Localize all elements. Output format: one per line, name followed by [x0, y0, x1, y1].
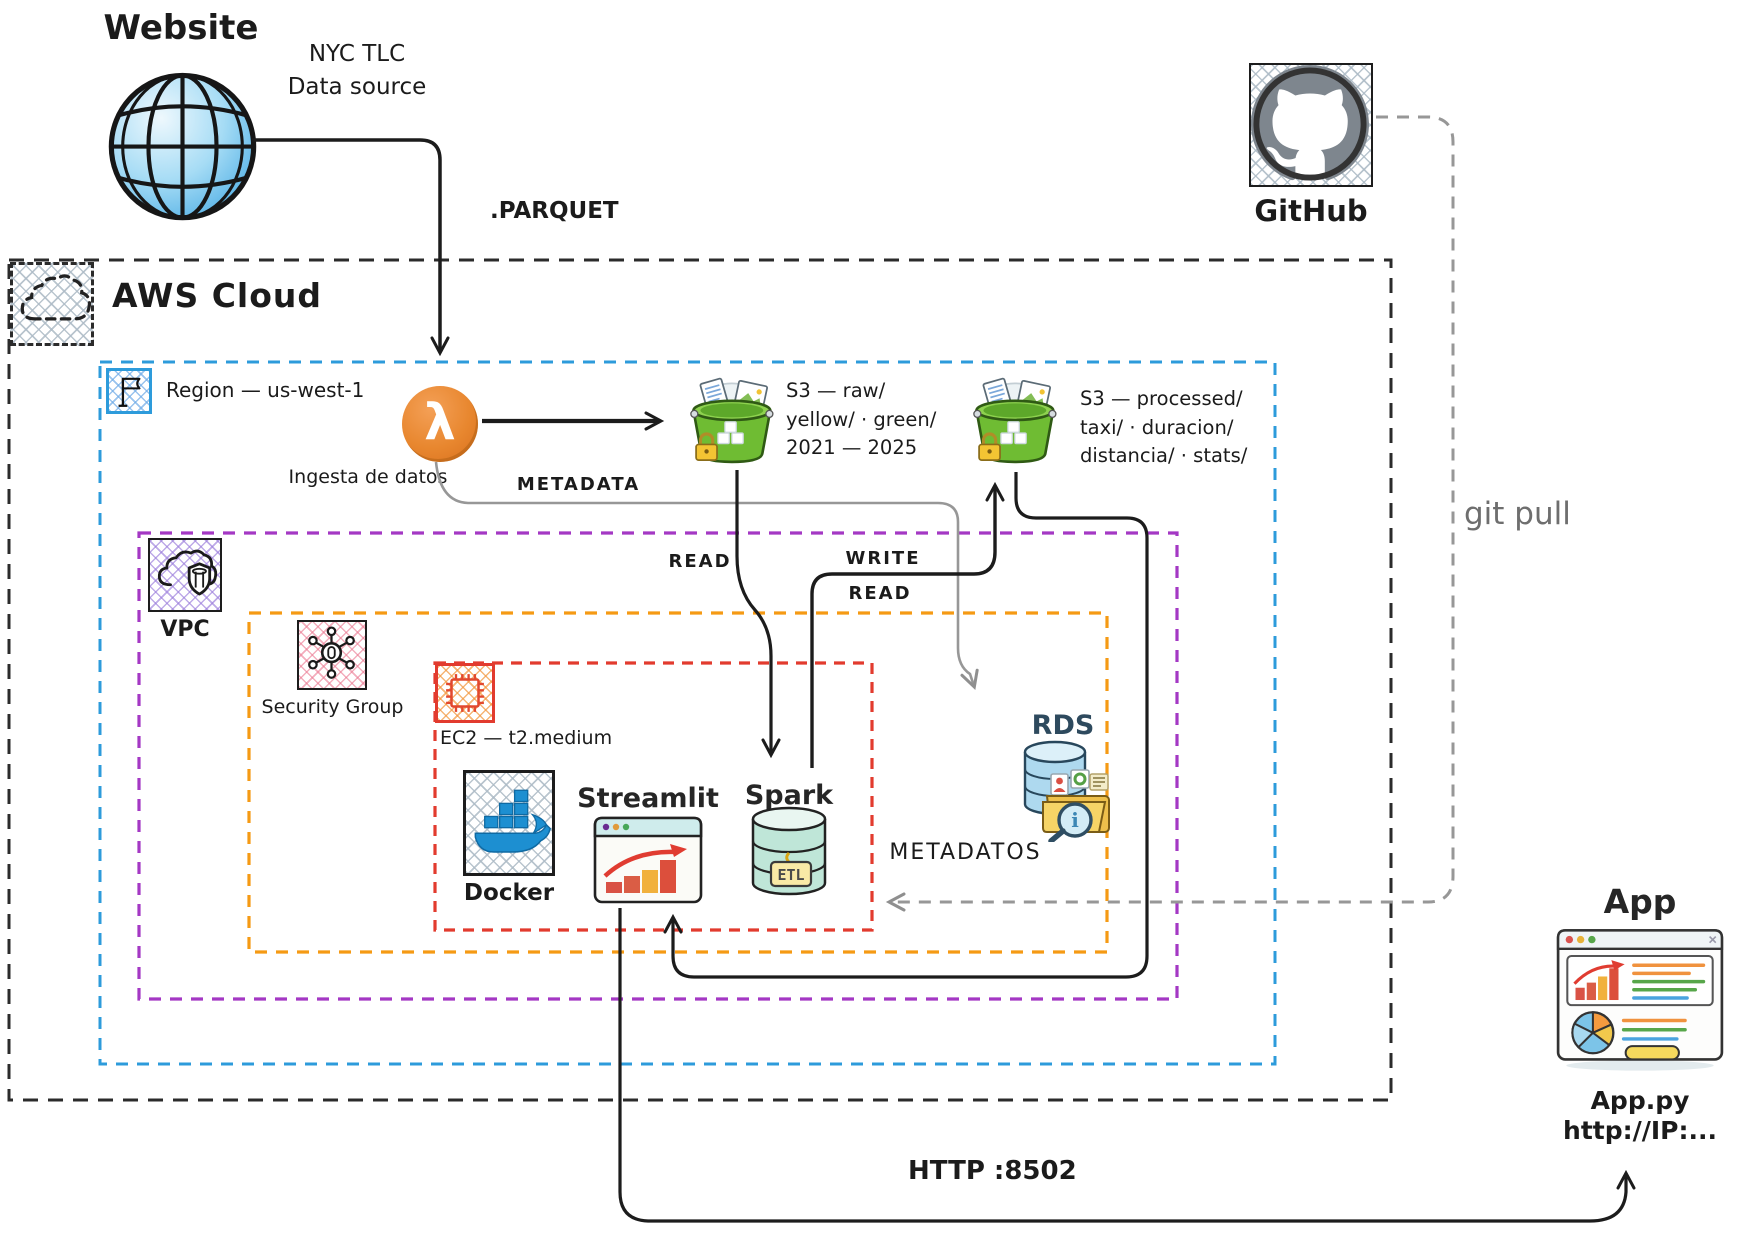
docker-label: Docker — [463, 880, 555, 906]
edge-label-read-raw: READ — [668, 551, 732, 572]
edge-git-pull-line — [885, 115, 1455, 912]
data-source-line1: NYC TLC — [308, 41, 406, 67]
rds-label: RDS — [1031, 710, 1095, 741]
website-title: Website — [103, 8, 259, 48]
ec2-label: EC2 — t2.medium — [440, 727, 613, 749]
edge-metadata-line — [434, 461, 979, 690]
spark-db-icon: ETL — [747, 806, 831, 902]
s3-processed-line2: taxi/ · duracion/ — [1080, 415, 1234, 439]
lambda-icon: λ — [402, 386, 478, 462]
lambda-glyph: λ — [424, 393, 456, 451]
app-file-label: App.py — [1590, 1086, 1690, 1115]
edge-label-parquet: .PARQUET — [490, 198, 619, 224]
streamlit-icon — [592, 816, 704, 904]
edge-write-line — [810, 481, 1005, 768]
edge-label-http: HTTP :8502 — [908, 1156, 1077, 1186]
s3-raw-line2: yellow/ · green/ — [786, 407, 937, 431]
app-url-label: http://IP:... — [1563, 1116, 1717, 1145]
rds-caption: METADATOS — [889, 840, 1042, 865]
docker-icon — [463, 770, 555, 876]
spark-etl-badge: ETL — [777, 866, 804, 884]
vpc-label: VPC — [160, 617, 210, 642]
edge-label-metadata: METADATA — [516, 474, 641, 495]
security-group-label: Security Group — [261, 696, 404, 718]
s3-processed-line1: S3 — processed/ — [1080, 387, 1243, 410]
edge-parquet-line — [252, 138, 450, 357]
s3-processed-label: S3 — processed/ taxi/ · duracion/ distan… — [1080, 385, 1247, 471]
s3-raw-label: S3 — raw/ yellow/ · green/ 2021 — 2025 — [786, 377, 936, 463]
edge-read-raw-line — [735, 470, 781, 759]
rds-icon: i — [1017, 738, 1113, 844]
data-source-caption: NYC TLC Data source — [262, 38, 452, 104]
github-icon — [1249, 63, 1373, 187]
s3-raw-bucket-icon — [683, 372, 779, 468]
aws-cloud-label: AWS Cloud — [112, 276, 323, 315]
security-group-icon — [297, 620, 367, 690]
edge-label-git-pull: git pull — [1464, 496, 1571, 532]
aws-cloud-icon — [10, 262, 94, 346]
rds-info-glyph: i — [1071, 808, 1079, 832]
edge-http-line — [618, 908, 1636, 1223]
s3-raw-line1: S3 — raw/ — [786, 379, 886, 402]
edge-label-write: WRITE — [845, 548, 921, 569]
lambda-caption: Ingesta de datos — [288, 466, 448, 488]
s3-processed-line3: distancia/ · stats/ — [1080, 444, 1248, 467]
data-source-line2: Data source — [287, 74, 427, 100]
edge-label-read-processed: READ — [848, 583, 912, 604]
streamlit-label: Streamlit — [577, 783, 719, 814]
app-window-icon — [1554, 926, 1726, 1072]
ec2-icon — [435, 663, 495, 723]
github-label: GitHub — [1254, 194, 1368, 228]
app-title: App — [1603, 882, 1677, 921]
region-flag-icon — [106, 368, 152, 414]
region-label: Region — us-west-1 — [166, 378, 365, 402]
vpc-icon — [148, 538, 222, 612]
website-globe-icon — [100, 62, 265, 227]
s3-processed-bucket-icon — [966, 372, 1062, 468]
s3-raw-line3: 2021 — 2025 — [786, 436, 918, 459]
